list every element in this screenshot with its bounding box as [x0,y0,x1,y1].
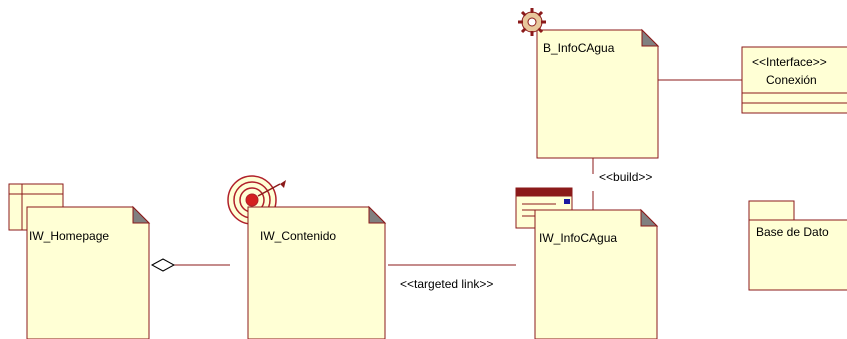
node-stereotype: <<Interface>> [752,55,827,69]
edges [150,79,742,272]
node-label: IW_InfoCAgua [539,231,617,245]
edge-label-targeted-link: <<targeted link>> [400,277,493,291]
node-iw-contenido[interactable]: IW_Contenido [227,175,387,339]
node-label: B_InfoCAgua [543,41,615,55]
node-label: IW_Homepage [29,229,109,243]
node-iw-homepage[interactable]: IW_Homepage [8,183,151,339]
node-label: IW_Contenido [260,229,336,243]
edge-label-build: <<build>> [599,170,652,184]
node-base-de-datos[interactable]: Base de Dato [748,200,847,291]
gear-icon [518,8,546,36]
node-label: Base de Dato [756,225,829,239]
node-b-infocagua[interactable]: B_InfoCAgua [518,8,660,159]
node-iw-infocagua[interactable]: IW_InfoCAgua [515,187,659,339]
node-conexion[interactable]: <<Interface>> Conexión [741,46,847,114]
node-label: Conexión [766,73,817,87]
aggregation-diamond [150,258,176,272]
